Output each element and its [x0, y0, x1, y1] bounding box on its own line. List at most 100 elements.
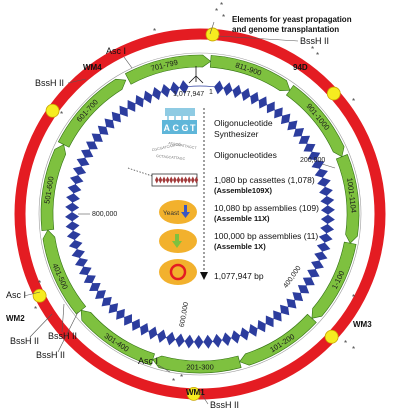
step-cassettes-sub: (Assemble109X)	[214, 186, 272, 195]
label-wm3: WM3	[353, 320, 372, 329]
cassette-mark	[183, 176, 188, 184]
yeast-cell-100k-icon	[159, 229, 197, 253]
asterisk-mark: *	[153, 27, 156, 36]
asterisk-mark: *	[220, 1, 223, 10]
label-bssh2-bottom: BssH II	[210, 400, 239, 410]
asterisk-mark: *	[316, 51, 319, 60]
yellow-site-marker	[186, 386, 201, 401]
top-label-line1: Elements for yeast propagation	[232, 15, 352, 24]
label-bssh2-top: BssH II	[300, 36, 329, 46]
step-assemblies100k-sub: (Assemble 1X)	[214, 242, 266, 251]
label-wm1: WM1	[186, 388, 205, 397]
leader-asc1-top	[123, 56, 133, 69]
leader-bssh2-bottom	[199, 391, 209, 405]
step-final: 1,077,947 bp	[214, 271, 264, 281]
step-oligos: Oligonucleotides	[214, 150, 277, 160]
label-bssh2-left-c: BssH II	[36, 350, 65, 360]
top-label-line2: and genome transplantation	[232, 25, 339, 34]
leader-bssh2-left-b	[29, 313, 53, 338]
yellow-site-marker	[326, 86, 341, 101]
origin-label-right: 1	[209, 89, 213, 96]
oligo-string-2: ATCCGATTAGCT	[168, 141, 198, 150]
synthesizer-icon: A C G T	[162, 108, 197, 134]
segment-arrow	[40, 144, 67, 231]
inner-guide-ring	[38, 52, 362, 376]
synth-letter-g: G	[182, 123, 189, 133]
leader-asc1-left	[23, 291, 41, 297]
step-cassettes: 1,080 bp cassettes (1,078)	[214, 175, 315, 185]
segment-arrow	[42, 229, 87, 315]
segment-arrow	[209, 55, 291, 92]
cassette-mark	[187, 176, 191, 184]
label-asc1-left: Asc I	[6, 290, 26, 300]
cassette-mark	[155, 176, 159, 184]
segment-arrow	[335, 154, 360, 244]
synth-letter-t: T	[190, 123, 196, 133]
cassette-mark	[165, 176, 170, 184]
label-bssh2-left-a: BssH II	[48, 331, 77, 341]
workflow-arrowhead	[200, 272, 208, 280]
cassette-mark	[191, 176, 195, 184]
yeast-cell-final-icon	[159, 259, 197, 285]
label-wm4: WM4	[83, 63, 102, 72]
synth-letter-a: A	[164, 123, 171, 133]
oligo-string-3: GCTAGCATTAGC	[156, 154, 186, 161]
segment-label: 201-300	[186, 363, 214, 372]
yellow-site-marker	[205, 27, 220, 42]
step-assemblies10k: 10,080 bp assemblies (109)	[214, 203, 319, 213]
leader-asc1-bottom	[157, 364, 171, 373]
segment-arrows	[40, 54, 360, 374]
segment-label: 1001-1104	[345, 177, 358, 213]
step-assemblies10k-sub: (Assemble 11X)	[214, 214, 270, 223]
step-assemblies100k: 100,000 bp assemblies (11)	[214, 231, 318, 241]
label-bssh2-left-upper: BssH II	[35, 78, 64, 88]
dna-axis	[71, 85, 329, 343]
asterisk-mark: *	[38, 279, 41, 288]
cassette-mark	[162, 176, 166, 184]
position-200k: 200,000	[300, 157, 325, 164]
leader-bssh2-left-a	[61, 303, 65, 333]
origin-marker	[188, 66, 204, 84]
label-asc1-top: Asc I	[106, 46, 126, 56]
cassette-mark	[180, 176, 184, 184]
asterisk-mark: *	[222, 13, 225, 22]
leader-200k	[321, 163, 336, 169]
leader-bssh2-left-c	[57, 311, 79, 353]
cassette-dna-icon	[155, 176, 199, 184]
label-94d: 94D	[293, 63, 308, 72]
label-asc1-bottom: Asc I	[138, 356, 158, 366]
leader-bssh2-left-upper	[67, 78, 87, 84]
segment-arrow	[57, 78, 127, 148]
dna-double-helix-ring	[65, 80, 335, 349]
position-600k: 600,000	[179, 302, 190, 328]
segment-arrow	[239, 313, 317, 366]
asterisk-mark: *	[180, 373, 183, 382]
step-synth-line2: Synthesizer	[214, 129, 259, 139]
yellow-site-marker	[324, 329, 339, 344]
asterisk-mark: *	[352, 97, 355, 106]
cassette-leader	[127, 167, 153, 177]
leader-bssh2-top	[217, 35, 299, 42]
step-synth-line1: Oligonucleotide	[214, 118, 273, 128]
cassette-mark	[176, 176, 181, 184]
asterisk-mark: *	[311, 45, 314, 54]
position-800k: 800,000	[92, 211, 117, 218]
asterisk-marks: ***************	[34, 1, 355, 386]
segment-label: 501-600	[42, 176, 55, 205]
cassette-mark	[169, 176, 173, 184]
segment-arrow	[311, 241, 357, 319]
asterisk-mark: *	[60, 110, 63, 119]
yellow-site-marker	[32, 288, 47, 303]
yeast-cell-10k-icon: Yeast	[159, 200, 197, 224]
asterisk-mark: *	[352, 345, 355, 354]
asterisk-mark: *	[34, 305, 37, 314]
top-label-leader	[209, 21, 215, 35]
asterisk-mark: *	[344, 339, 347, 348]
oligo-string-1: CGCGATCAATGG	[152, 142, 182, 152]
segment-label: 901-1000	[304, 102, 331, 132]
segment-arrow	[152, 355, 242, 374]
cassette-mark	[173, 176, 177, 184]
oligonucleotides-icon: CGCGATCAATGG ATCCGATTAGCT GCTAGCATTAGC	[152, 141, 198, 161]
cassette-mark	[194, 176, 199, 184]
